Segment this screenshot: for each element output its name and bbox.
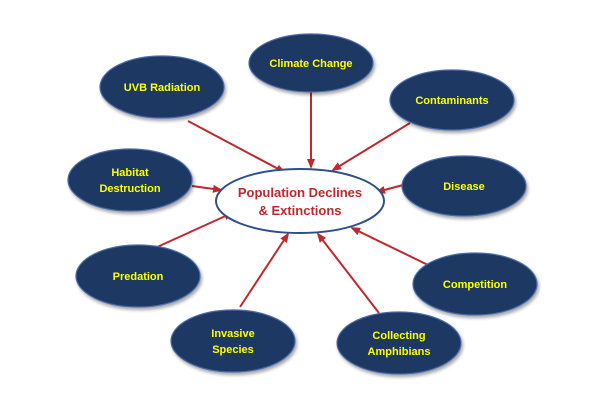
- node-label-collecting-line2: Amphibians: [368, 346, 431, 358]
- node-label-uvb-radiation: UVB Radiation: [124, 82, 201, 94]
- node-label-disease: Disease: [443, 181, 485, 193]
- node-label-contaminants: Contaminants: [415, 95, 488, 107]
- arrow-predation: [154, 212, 234, 249]
- node-invasive-species: [170, 309, 296, 373]
- arrow-competition: [350, 227, 429, 266]
- node-label-habitat-line1: Habitat: [111, 167, 149, 179]
- arrow-contaminants: [331, 122, 411, 172]
- node-disease: [401, 155, 527, 217]
- node-collecting-amphibians: [336, 311, 462, 375]
- center-ellipse: [215, 168, 385, 234]
- arrow-invasive: [239, 232, 290, 308]
- node-uvb-radiation: [99, 55, 225, 119]
- arrow-collecting: [316, 232, 380, 314]
- center-label-line1: Population Declines: [238, 185, 362, 200]
- node-climate-change: [248, 33, 374, 93]
- node-label-competition: Competition: [443, 279, 507, 291]
- node-label-invasive-line1: Invasive: [211, 328, 254, 340]
- arrow-group: [154, 92, 429, 314]
- node-predation: [75, 244, 201, 308]
- node-habitat-destruction: [67, 148, 193, 212]
- center-label-line2: & Extinctions: [258, 203, 341, 218]
- node-label-invasive-line2: Species: [212, 344, 254, 356]
- node-label-habitat-line2: Destruction: [99, 183, 160, 195]
- node-label-predation: Predation: [113, 271, 164, 283]
- node-label-climate-change: Climate Change: [269, 58, 352, 70]
- node-contaminants: [389, 69, 515, 131]
- node-competition: [412, 252, 538, 316]
- arrow-habitat: [191, 184, 223, 193]
- arrow-uvb: [187, 120, 286, 173]
- arrow-disease: [375, 184, 404, 194]
- center-node: Population Declines & Extinctions: [215, 168, 385, 234]
- node-label-collecting-line1: Collecting: [372, 330, 425, 342]
